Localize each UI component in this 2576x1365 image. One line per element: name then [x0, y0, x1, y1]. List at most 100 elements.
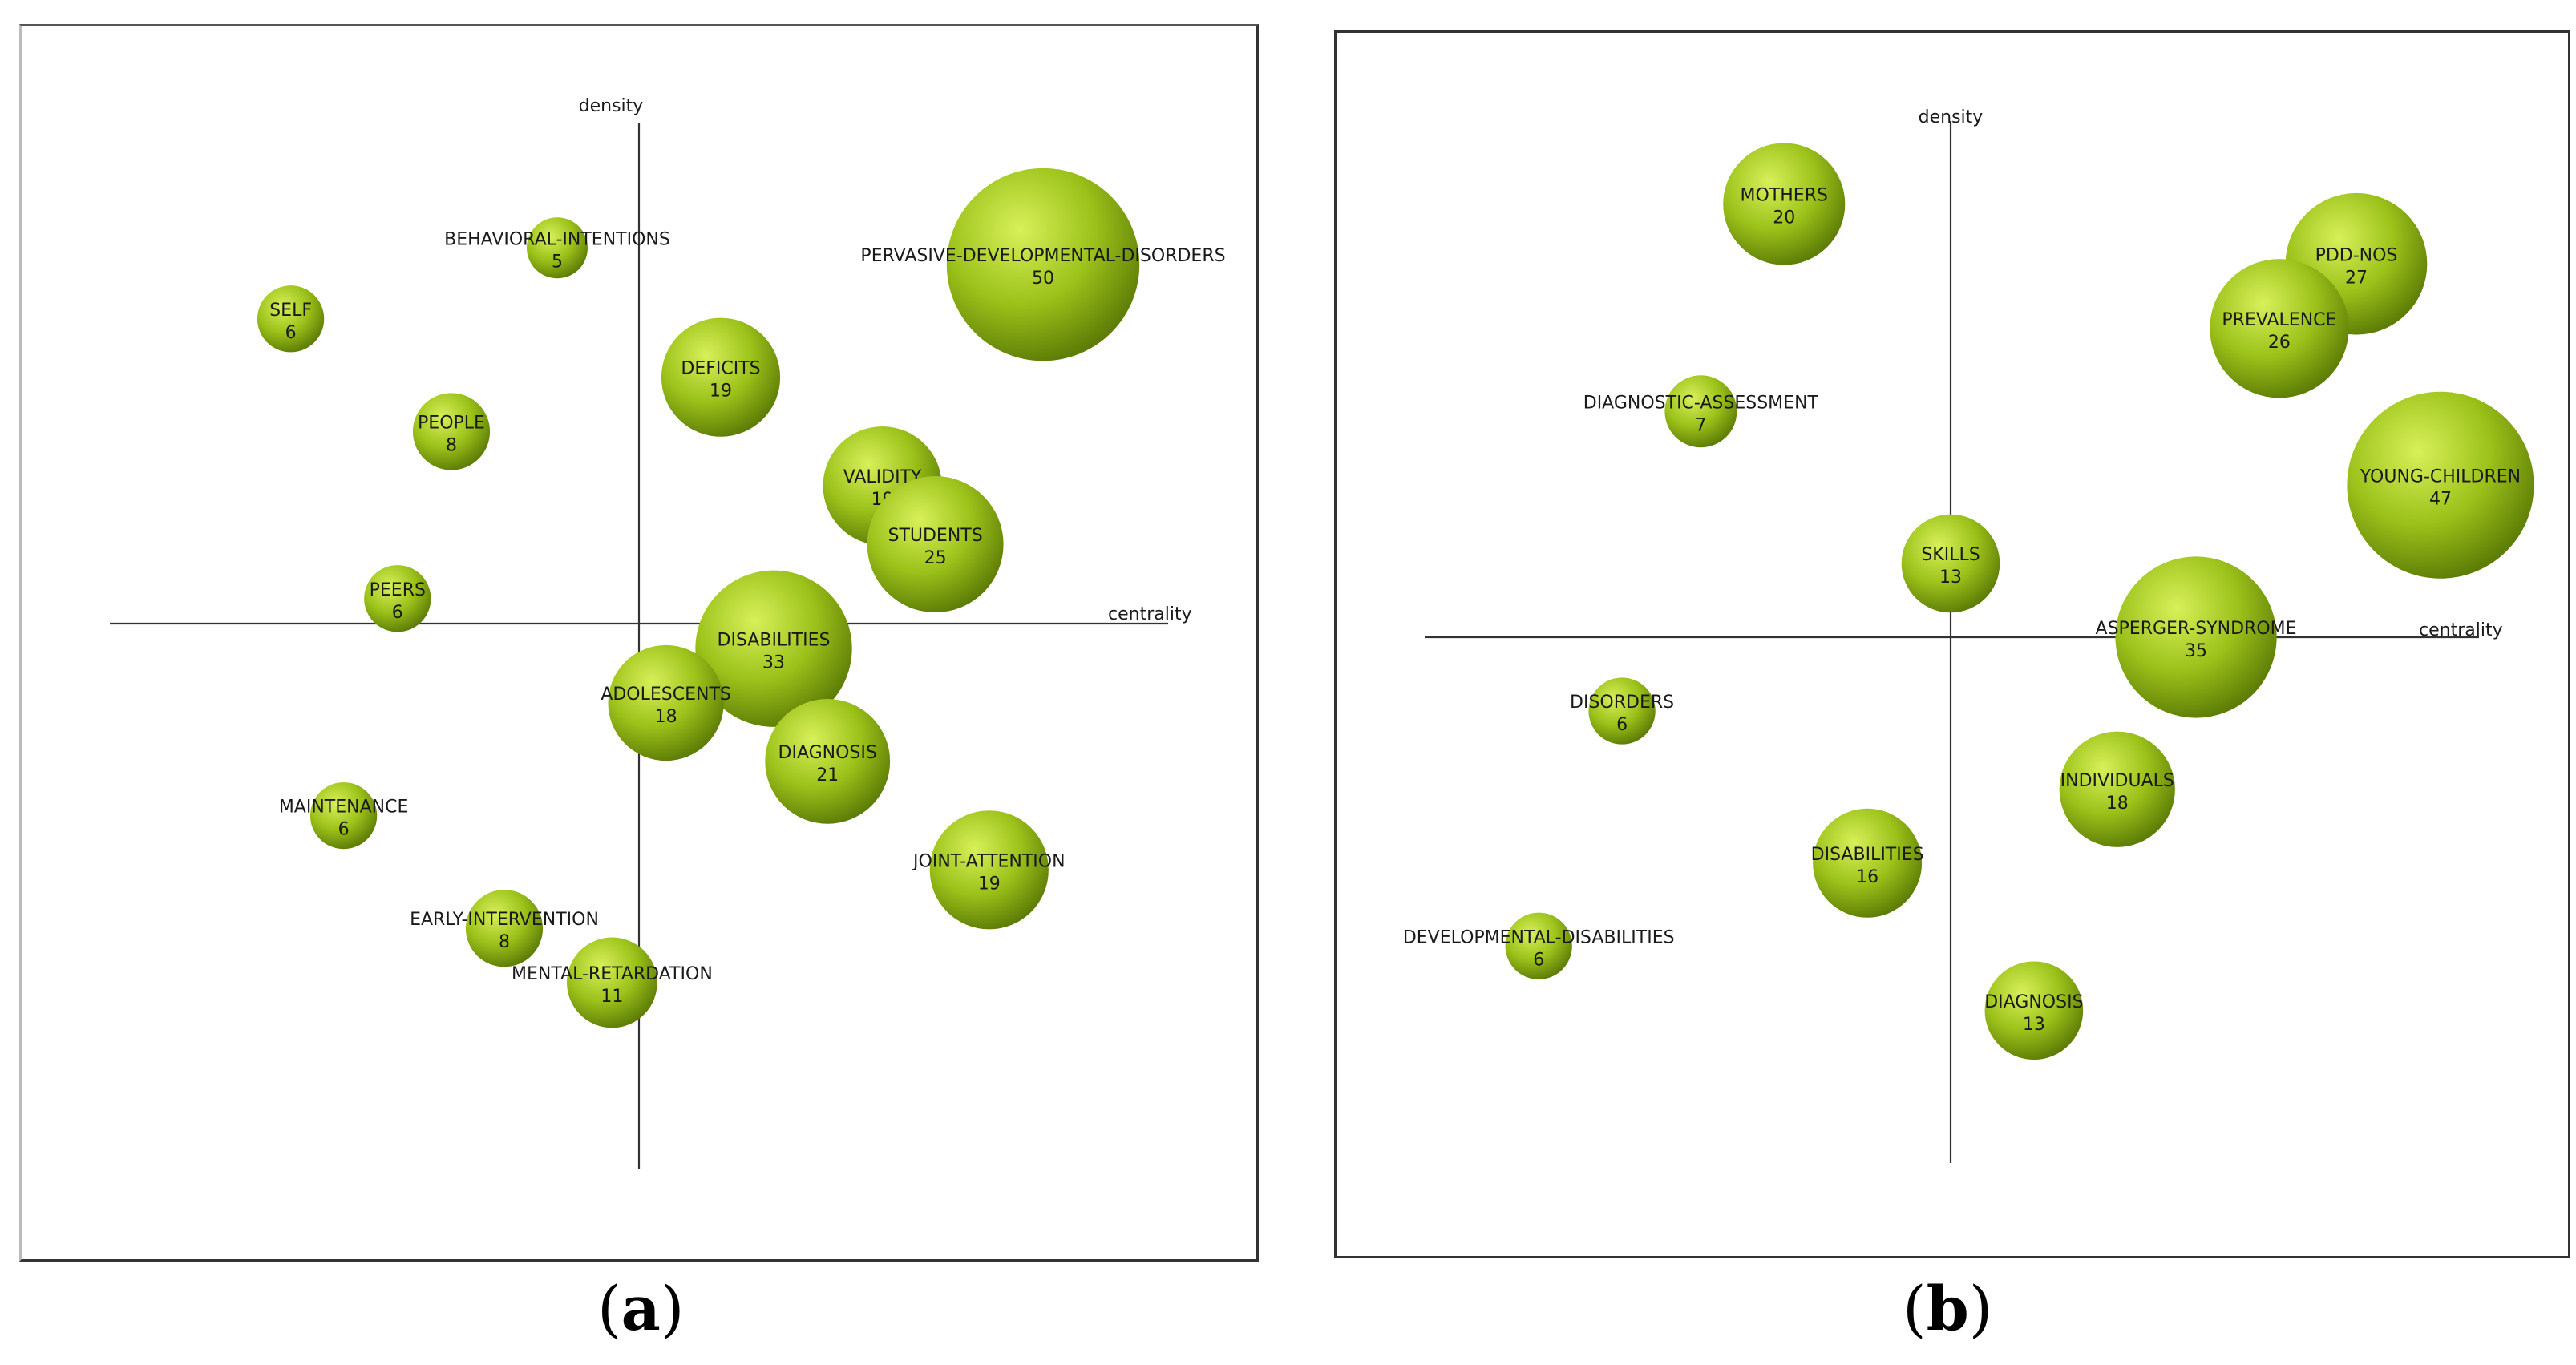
bubble-mark: [465, 890, 544, 967]
bubble-label: BEHAVIORAL-INTENTIONS: [444, 229, 670, 249]
bubble-value: 19: [978, 874, 1001, 894]
bubble-developmental-disabilities: DEVELOPMENTAL-DISABILITIES 6: [1403, 912, 1675, 979]
bubble-mark: [1901, 514, 2000, 613]
bubble-mark: [765, 698, 891, 824]
y-axis-label: density: [1919, 107, 1984, 127]
bubble-label: EARLY-INTERVENTION: [410, 910, 599, 930]
bubble-label: PREVALENCE: [2222, 310, 2336, 330]
bubble-label: ASPERGER-SYNDROME: [2096, 619, 2297, 639]
bubble-mark: [2210, 259, 2349, 398]
bubble-label: MOTHERS: [1741, 186, 1828, 206]
bubble-value: 25: [924, 548, 947, 568]
bubble-label: DEVELOPMENTAL-DISABILITIES: [1403, 927, 1675, 947]
bubble-mark: [2115, 556, 2277, 718]
bubble-prevalence: PREVALENCE 26: [2210, 259, 2349, 398]
bubble-label: MAINTENANCE: [279, 798, 409, 818]
bubble-label: PEERS: [370, 580, 426, 600]
bubble-mark: [526, 217, 588, 279]
y-axis-label: density: [579, 96, 644, 116]
bubble-label: DISORDERS: [1570, 693, 1674, 713]
bubble-value: 6: [285, 323, 297, 343]
bubble-mark: [2347, 391, 2534, 579]
bubble-mark: [867, 476, 1004, 613]
bubble-mark: [257, 285, 325, 353]
bubble-label: SKILLS: [1921, 545, 1980, 565]
bubble-mark: [1505, 912, 1572, 979]
bubble-value: 27: [2345, 268, 2368, 288]
bubble-joint-attention: JOINT-ATTENTION 19: [912, 810, 1066, 930]
bubble-pervasive-developmental-disorders: PERVASIVE-DEVELOPMENTAL-DISORDERS 50: [860, 168, 1226, 361]
bubble-label: DIAGNOSTIC-ASSESSMENT: [1583, 393, 1819, 413]
bubble-value: 19: [710, 382, 732, 402]
x-axis-label: centrality: [2419, 620, 2503, 640]
bubble-value: 7: [1695, 415, 1706, 435]
bubble-value: 33: [762, 652, 785, 672]
bubble-mark: [1984, 961, 2084, 1060]
bubble-mark: [695, 570, 852, 727]
bubble-value: 5: [552, 252, 563, 272]
bubble-mark: [929, 810, 1049, 930]
bubble-mark: [567, 937, 657, 1028]
bubble-value: 8: [499, 932, 510, 952]
bubble-value: 16: [1856, 867, 1878, 887]
bubble-label: DISABILITIES: [718, 630, 831, 650]
bubble-mark: [1664, 375, 1737, 448]
x-axis-label: centrality: [1108, 604, 1192, 624]
bubble-label: PERVASIVE-DEVELOPMENTAL-DISORDERS: [860, 246, 1225, 266]
panel-caption-a: (a): [597, 1273, 685, 1344]
bubble-behavioral-intentions: BEHAVIORAL-INTENTIONS 5: [444, 217, 670, 279]
bubble-value: 6: [338, 820, 350, 840]
bubble-value: 6: [1616, 715, 1628, 735]
bubble-label: PDD-NOS: [2315, 245, 2398, 265]
bubble-label: STUDENTS: [888, 526, 982, 546]
bubble-diagnosis: DIAGNOSIS 13: [1984, 961, 2084, 1060]
bubble-value: 18: [655, 707, 677, 727]
bubble-value: 11: [601, 987, 623, 1007]
bubble-value: 50: [1032, 269, 1054, 289]
bubble-label: DISABILITIES: [1811, 845, 1924, 865]
bubble-mark: [309, 781, 378, 850]
bubble-mental-retardation: MENTAL-RETARDATION 11: [512, 937, 713, 1028]
bubble-value: 13: [1939, 567, 1962, 588]
bubble-label: SELF: [269, 301, 312, 321]
bubble-label: MENTAL-RETARDATION: [512, 964, 713, 984]
bubble-mark: [661, 317, 781, 437]
bubble-value: 8: [446, 435, 457, 455]
bubble-mark: [1588, 677, 1656, 745]
bubble-label: DIAGNOSIS: [1984, 992, 2083, 1012]
bubble-value: 47: [2429, 489, 2452, 509]
bubble-label: JOINT-ATTENTION: [912, 851, 1066, 871]
bubble-value: 13: [2023, 1015, 2045, 1035]
bubble-mark: [1723, 143, 1846, 265]
bubble-mark: [364, 565, 431, 632]
bubble-value: 6: [1533, 950, 1544, 970]
bubble-value: 26: [2268, 333, 2291, 353]
bubble-mark: [608, 644, 724, 761]
bubble-mark: [412, 393, 491, 470]
strategic-diagram-b: centralitydensityMOTHERS20PDD-NOS27PREVA…: [1403, 107, 2534, 1163]
bubble-label: PEOPLE: [418, 413, 485, 433]
bubble-value: 6: [392, 603, 403, 623]
bubble-value: 18: [2106, 794, 2129, 814]
bubble-value: 35: [2185, 641, 2207, 661]
panel-caption-b: (b): [1903, 1273, 1993, 1344]
